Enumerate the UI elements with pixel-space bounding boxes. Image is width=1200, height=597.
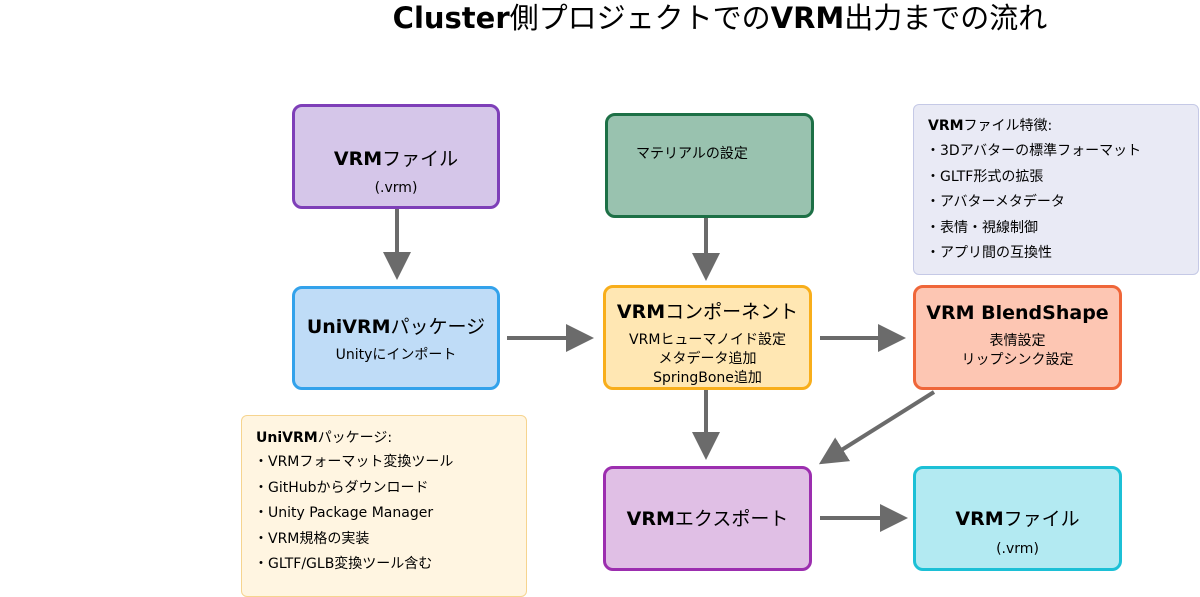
- node-vrm-file-output: VRMファイル (.vrm): [913, 466, 1122, 571]
- node-label: コンポーネント: [665, 301, 799, 323]
- node-vrm-export: VRMエクスポート: [603, 466, 812, 571]
- list-item: Unity Package Manager: [254, 503, 453, 529]
- note-features-list: 3Dアバターの標準フォーマット GLTF形式の拡張 アバターメタデータ 表情・視…: [926, 141, 1141, 269]
- node-vrm-component-sub-metadata: メタデータ追加: [658, 351, 757, 367]
- node-label: エクスポート: [674, 508, 789, 530]
- note-heading-text: パッケージ:: [317, 430, 393, 446]
- note-univrm-package: UniVRMパッケージ: VRMフォーマット変換ツール GitHubからダウンロ…: [241, 415, 527, 597]
- note-vrm-features: VRMファイル特徴: 3Dアバターの標準フォーマット GLTF形式の拡張 アバタ…: [913, 104, 1199, 275]
- node-vrm-component-sub-springbone: SpringBone追加: [653, 370, 762, 386]
- note-heading-text: ファイル特徴:: [963, 118, 1053, 134]
- title-part-project: 側プロジェクトでの: [509, 1, 771, 35]
- node-label-bold: UniVRM: [306, 316, 391, 338]
- node-univrm-package: UniVRMパッケージ Unityにインポート: [292, 286, 500, 390]
- node-vrm-component-title: VRMコンポーネント: [606, 300, 809, 324]
- node-material: マテリアルの設定: [605, 113, 814, 218]
- node-blendshape-sub-lipsync: リップシンク設定: [961, 352, 1074, 368]
- note-features-heading: VRMファイル特徴:: [928, 116, 1052, 136]
- node-label-bold: VRM: [626, 508, 675, 530]
- node-label: パッケージ: [390, 316, 486, 338]
- list-item: 3Dアバターの標準フォーマット: [926, 141, 1141, 167]
- node-material-label: マテリアルの設定: [636, 146, 748, 162]
- node-vrm-file-output-title: VRMファイル: [916, 507, 1119, 531]
- page-title: Cluster側プロジェクトでのVRM出力までの流れ: [0, 0, 1200, 36]
- list-item: アバターメタデータ: [926, 192, 1141, 218]
- node-label: ファイル: [1003, 508, 1080, 530]
- node-label-bold: VRM: [955, 508, 1004, 530]
- node-blendshape-title: VRM BlendShape: [916, 301, 1119, 325]
- list-item: VRM規格の実装: [254, 529, 453, 555]
- node-vrm-file-input-title: VRMファイル: [295, 147, 497, 171]
- note-heading-bold: UniVRM: [256, 430, 318, 446]
- node-label-bold: VRM BlendShape: [926, 302, 1109, 324]
- node-univrm-title: UniVRMパッケージ: [295, 315, 497, 339]
- arrow-blendshape-to-export: [818, 390, 936, 465]
- list-item: VRMフォーマット変換ツール: [254, 452, 453, 478]
- node-label-bold: VRM: [616, 301, 666, 323]
- node-univrm-sub: Unityにインポート: [335, 347, 457, 363]
- node-vrm-export-title: VRMエクスポート: [606, 507, 809, 531]
- title-part-flow: 出力までの流れ: [844, 1, 1048, 35]
- node-vrm-component: VRMコンポーネント VRMヒューマノイド設定 メタデータ追加 SpringBo…: [603, 285, 812, 390]
- list-item: GLTF形式の拡張: [926, 167, 1141, 193]
- list-item: アプリ間の互換性: [926, 243, 1141, 269]
- node-vrm-file-output-sub: (.vrm): [996, 541, 1039, 557]
- node-vrm-component-sub-humanoid: VRMヒューマノイド設定: [629, 332, 786, 348]
- node-label-bold: VRM: [333, 148, 383, 170]
- title-bold-vrm: VRM: [770, 1, 845, 35]
- note-heading-bold: VRM: [928, 118, 964, 134]
- node-vrm-file-input-sub: (.vrm): [374, 180, 418, 196]
- node-vrm-blendshape: VRM BlendShape 表情設定 リップシンク設定: [913, 285, 1122, 390]
- title-bold-cluster: Cluster: [392, 1, 510, 35]
- note-univrm-heading: UniVRMパッケージ:: [256, 428, 392, 448]
- list-item: GitHubからダウンロード: [254, 478, 453, 504]
- node-label: ファイル: [382, 148, 459, 170]
- list-item: GLTF/GLB変換ツール含む: [254, 554, 453, 580]
- note-univrm-list: VRMフォーマット変換ツール GitHubからダウンロード Unity Pack…: [254, 452, 453, 580]
- list-item: 表情・視線制御: [926, 218, 1141, 244]
- node-vrm-file-input: VRMファイル (.vrm): [292, 104, 500, 209]
- node-blendshape-sub-expression: 表情設定: [989, 333, 1046, 349]
